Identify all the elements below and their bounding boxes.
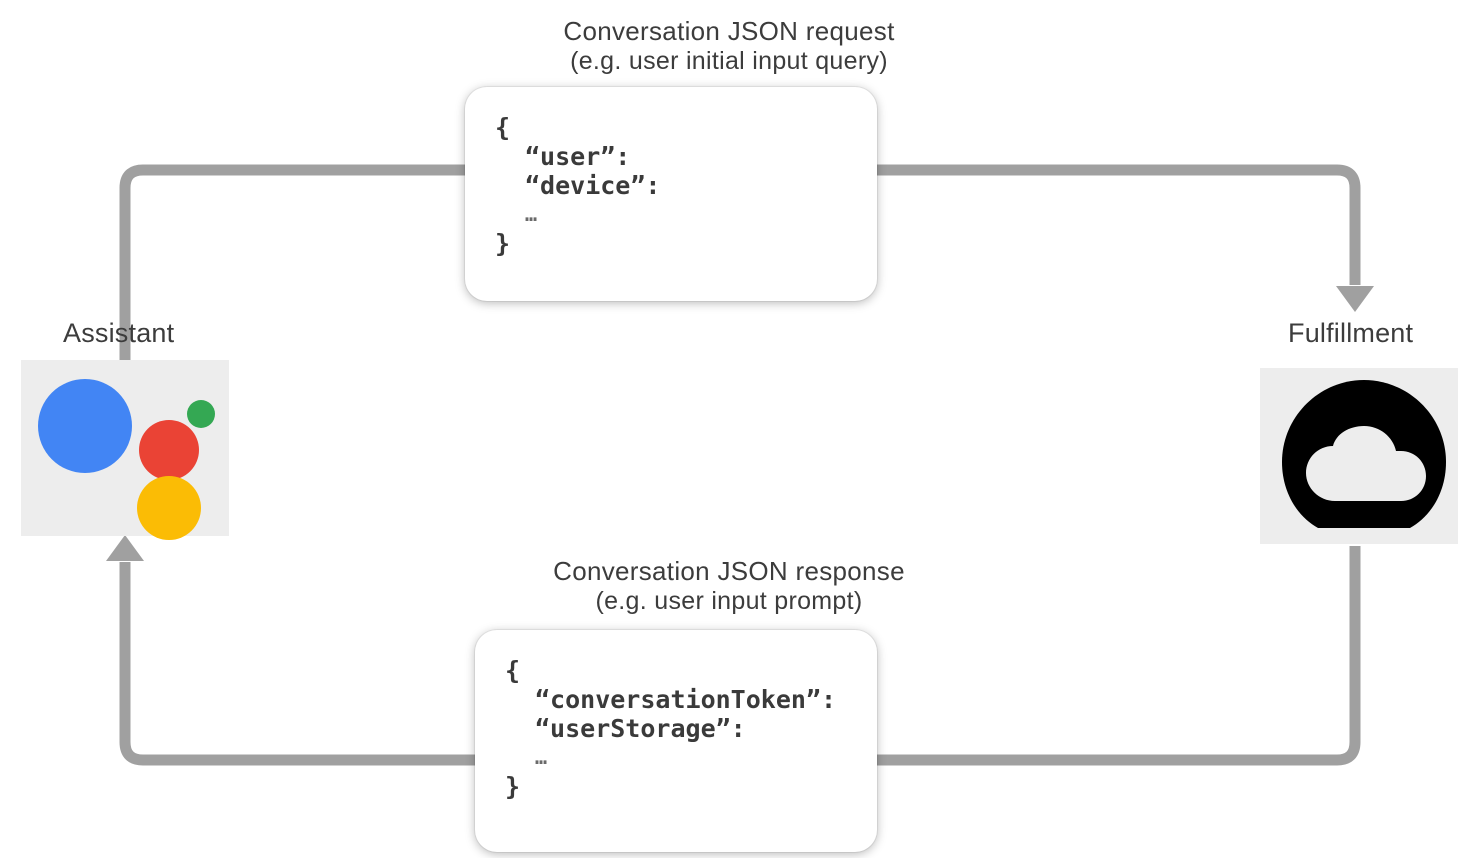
assistant-green-dot-icon <box>187 400 215 428</box>
request-json-close-brace: } <box>495 229 511 258</box>
assistant-blue-dot-icon <box>38 379 132 473</box>
response-json-ellipsis: … <box>535 745 548 769</box>
cloud-glyph-icon <box>1282 380 1446 528</box>
request-json-key-user: “user”: <box>525 142 631 171</box>
request-json-key-device: “device”: <box>525 171 661 200</box>
assistant-yellow-dot-icon <box>137 476 201 540</box>
request-flow-label: Conversation JSON request (e.g. user ini… <box>0 16 1458 76</box>
response-label-line1: Conversation JSON response <box>553 556 905 586</box>
response-label-line2: (e.g. user input prompt) <box>595 587 863 615</box>
google-assistant-icon <box>21 360 229 540</box>
response-json-close-brace: } <box>505 772 521 801</box>
fulfillment-label: Fulfillment <box>1288 318 1414 348</box>
request-json-open-brace: { <box>495 113 511 142</box>
cloud-functions-icon <box>1260 368 1458 544</box>
response-json-key-user-storage: “userStorage”: <box>535 714 746 743</box>
assistant-label: Assistant <box>63 318 175 348</box>
request-json-card: { “user”: “device”: … } <box>465 87 877 301</box>
response-json-card: { “conversationToken”: “userStorage”: … … <box>475 630 877 852</box>
response-flow-label: Conversation JSON response (e.g. user in… <box>0 556 1458 616</box>
response-json-key-conversation-token: “conversationToken”: <box>535 685 837 714</box>
response-json-open-brace: { <box>505 656 521 685</box>
request-json-ellipsis: … <box>525 202 538 226</box>
request-label-line2: (e.g. user initial input query) <box>570 47 888 75</box>
assistant-red-dot-icon <box>139 420 199 480</box>
request-label-line1: Conversation JSON request <box>563 16 895 46</box>
